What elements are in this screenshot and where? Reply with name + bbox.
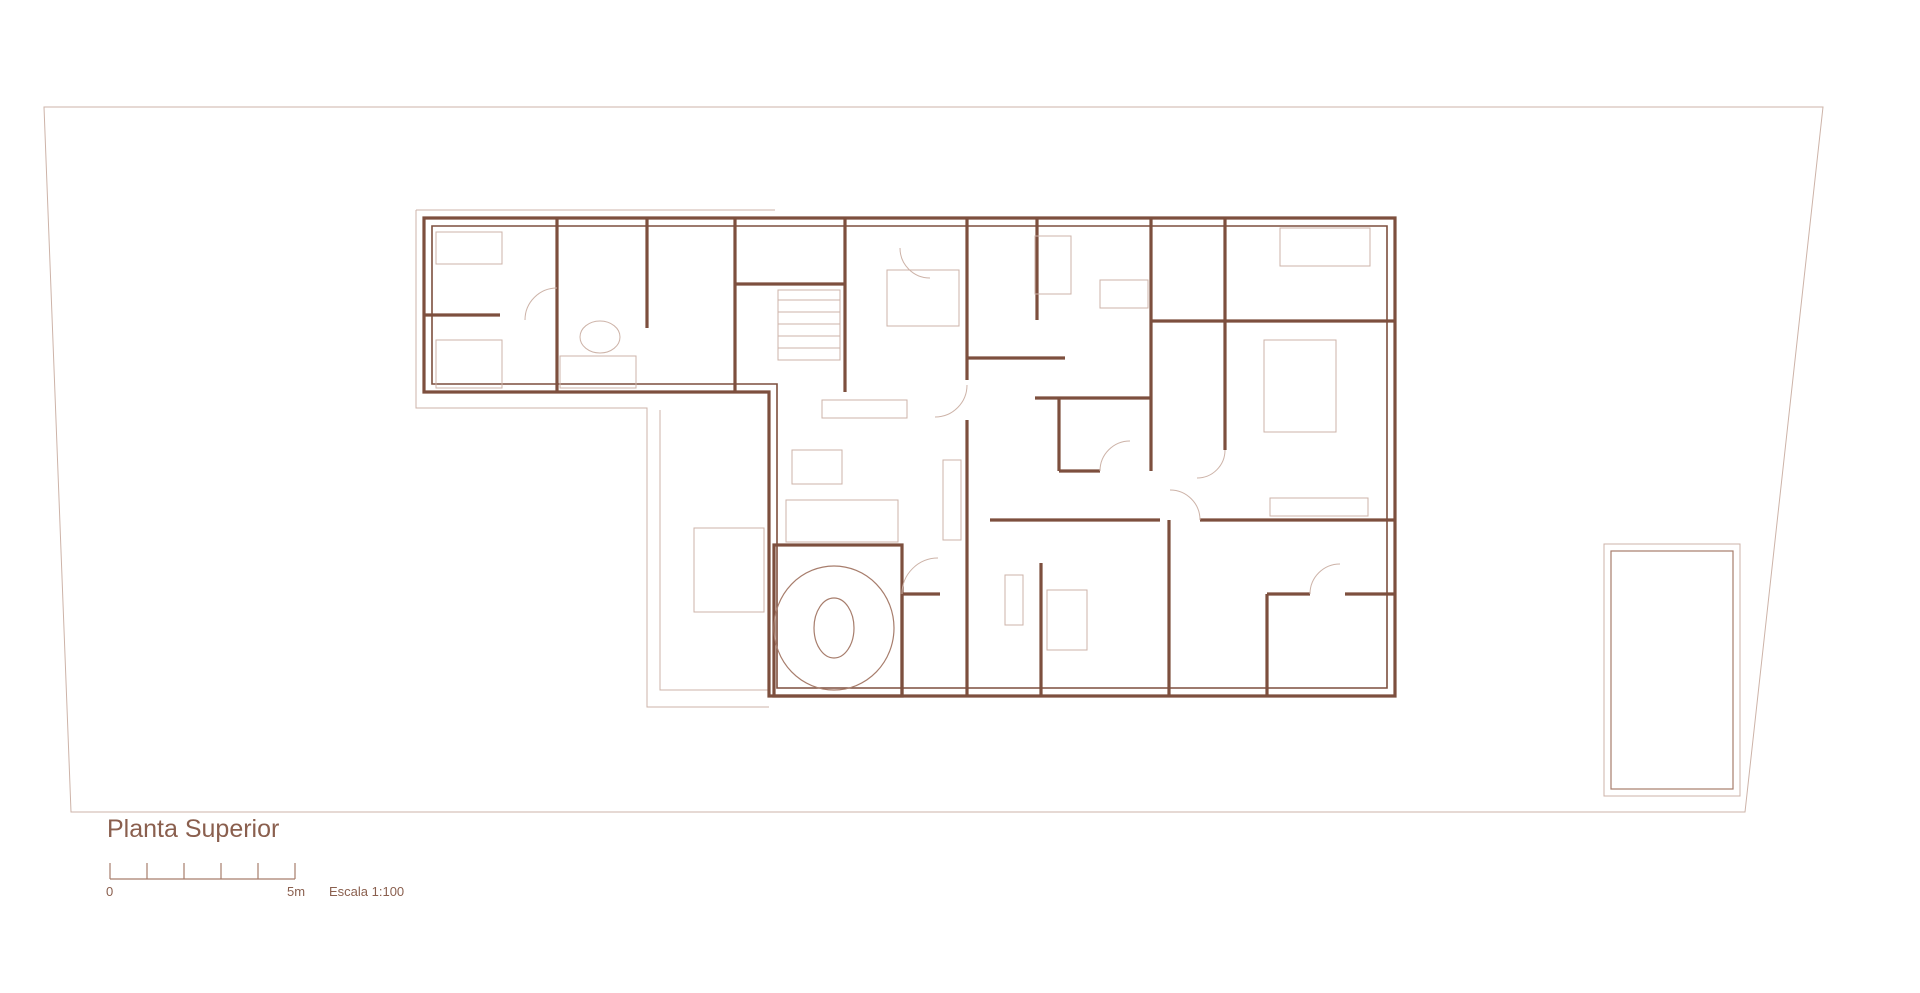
site-boundary — [43, 106, 1824, 813]
plan-title: Planta Superior — [107, 815, 280, 843]
scale-text: Escala 1:100 — [329, 884, 405, 899]
scale-end-label: 5m — [287, 884, 306, 899]
scale-start-label: 0 — [106, 884, 114, 899]
furniture — [435, 227, 1371, 651]
terrace — [415, 209, 775, 708]
straight-staircase — [777, 289, 841, 361]
scale-bar — [109, 863, 296, 880]
pool — [1603, 543, 1741, 797]
exterior-walls — [422, 216, 1397, 698]
spiral-staircase — [773, 565, 895, 691]
doors — [524, 247, 1341, 595]
interior-walls — [424, 218, 1395, 698]
